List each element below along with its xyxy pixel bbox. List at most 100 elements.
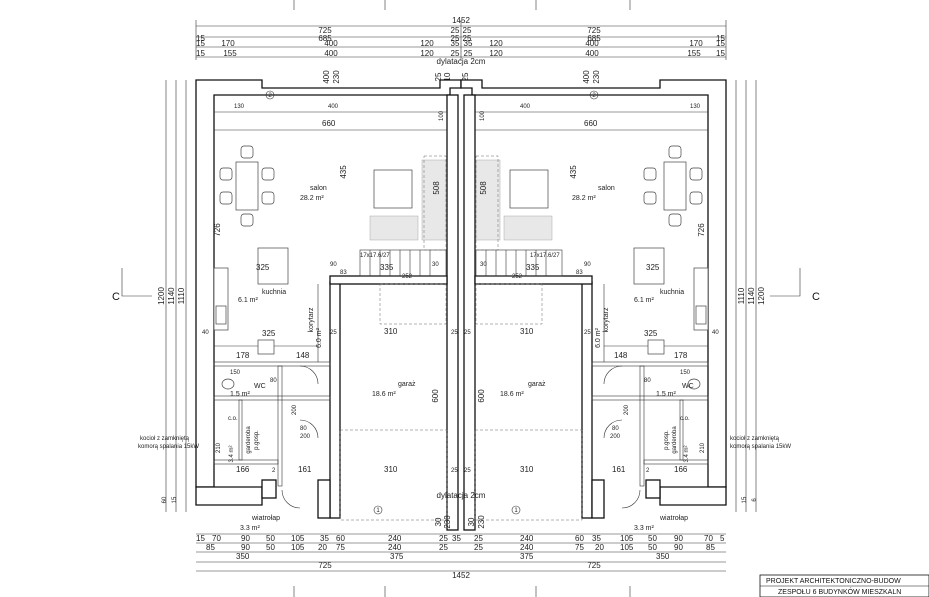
bottom-dim: 35	[592, 534, 601, 543]
dim: 400	[520, 104, 531, 110]
dim: 310	[384, 327, 398, 336]
dim: 310	[520, 465, 534, 474]
dim: 150	[680, 370, 691, 376]
room-area-wc: 1.5 m²	[230, 391, 251, 398]
top-dim: 120	[420, 49, 434, 58]
top-dim: 725	[587, 26, 601, 35]
dim: 30	[480, 262, 487, 268]
top-dim: 155	[687, 49, 701, 58]
bottom-dim: 375	[520, 552, 534, 561]
bottom-dimension-chains: dylatacja 2cm 30 230 30 230 15 70 90 50 …	[196, 491, 726, 597]
furniture	[213, 145, 709, 521]
entry-wall-left	[317, 479, 331, 519]
top-dim: 25	[463, 34, 472, 43]
dim: 335	[526, 263, 540, 272]
room-name-garderoba: garderoba	[672, 426, 678, 454]
top-dim: 15	[196, 39, 205, 48]
top-vert-dim: 10	[443, 72, 452, 81]
top-dimension-chains: 1452 725 25 25 725 15 685 25 25 685 15 1…	[195, 0, 727, 84]
top-dim: 685	[587, 34, 601, 43]
side-dim: 1110	[177, 287, 186, 304]
top-dim: 120	[420, 39, 434, 48]
sofa-right-side	[475, 159, 501, 241]
title-block: PROJEKT ARCHITEKTONICZNO-BUDOW ZESPOŁU 6…	[759, 574, 929, 597]
bottom-dim: 85	[706, 543, 715, 552]
axis-marker: 1	[514, 508, 518, 514]
top-dim: 25	[464, 49, 473, 58]
dim: 726	[213, 223, 222, 237]
boiler-note: kocioł z zamkniętą	[730, 436, 780, 442]
bottom-dim: 240	[388, 543, 402, 552]
bottom-dim: 90	[241, 534, 250, 543]
bottom-dim: 15	[196, 534, 205, 543]
coffee-table-right	[509, 169, 549, 209]
sofa-right	[503, 215, 553, 241]
top-dim: 685	[318, 34, 332, 43]
partition	[213, 361, 331, 367]
center-wall-left	[446, 94, 459, 531]
room-name-co: c.o.	[228, 416, 238, 422]
garage-door-left	[339, 429, 448, 521]
dim: 200	[624, 404, 630, 415]
coffee-table-left	[373, 169, 413, 209]
room-labels: salon 28.2 m² salon 28.2 m² kuchnia 6.1 …	[138, 185, 791, 532]
top-dim: 155	[223, 49, 237, 58]
top-vert-dim: 25	[434, 72, 443, 81]
room-name-garaz: garaż	[528, 381, 546, 388]
partition	[591, 395, 709, 401]
room-name-wiatrolap: wiatrołap	[251, 515, 280, 522]
dim: 90	[330, 262, 337, 268]
room-name-salon: salon	[598, 185, 615, 192]
dim: 25	[451, 330, 458, 336]
room-name-korytarz: korytarz	[603, 307, 610, 332]
top-dim: 25	[451, 49, 460, 58]
garage-left-top-wall	[329, 275, 448, 285]
dim: 200	[300, 434, 311, 440]
dim: 252	[512, 274, 523, 280]
bottom-dim: 35	[452, 534, 461, 543]
partition	[643, 459, 709, 465]
boiler-note: komorą spalania 15kW	[730, 444, 791, 450]
dim: 2	[646, 468, 650, 474]
top-dim: 15	[716, 49, 725, 58]
dylatacja-top-label: dylatacja 2cm	[437, 57, 486, 66]
axis-marker: 2	[268, 93, 272, 99]
garage-right-wall	[581, 281, 593, 519]
room-name-salon: salon	[310, 185, 327, 192]
bottom-dim: 90	[674, 534, 683, 543]
dim: 600	[477, 389, 486, 403]
bottom-dim: 60	[575, 534, 584, 543]
bottom-dim: 25	[474, 534, 483, 543]
top-dim: 400	[585, 49, 599, 58]
side-dim: 1140	[167, 287, 176, 305]
left-bottom-wall	[195, 486, 263, 506]
dim: 252	[402, 274, 413, 280]
bottom-dim: 25	[474, 543, 483, 552]
bottom-dim: 75	[575, 543, 584, 552]
side-dim: 1200	[157, 287, 166, 305]
dim: 40	[202, 330, 209, 336]
dim: 148	[614, 351, 628, 360]
section-arrow-left	[121, 268, 152, 297]
bottom-dim: 35	[320, 534, 329, 543]
top-dim: 400	[324, 49, 338, 58]
room-area-korytarz: 6.0 m²	[316, 327, 323, 348]
dim: 130	[690, 104, 701, 110]
bottom-dim: 75	[336, 543, 345, 552]
side-dim: 1140	[747, 287, 756, 305]
dining-table-left	[235, 161, 259, 211]
dim: 166	[236, 465, 250, 474]
room-area-small: 3.4 m²	[229, 445, 235, 462]
bottom-vert-dim: 30	[467, 517, 476, 526]
top-dim: 25	[451, 26, 460, 35]
bottom-dim: 105	[291, 543, 305, 552]
top-vert-dim: 230	[592, 70, 601, 84]
bottom-dim: 50	[266, 543, 275, 552]
bottom-dim: 20	[318, 543, 327, 552]
dim: 161	[612, 465, 626, 474]
garage-door-right	[474, 429, 583, 521]
room-area-small: 3.4 m²	[684, 445, 690, 462]
top-dim: 400	[324, 39, 338, 48]
room-area-garaz: 18.6 m²	[372, 391, 396, 398]
dim: 25	[464, 330, 471, 336]
